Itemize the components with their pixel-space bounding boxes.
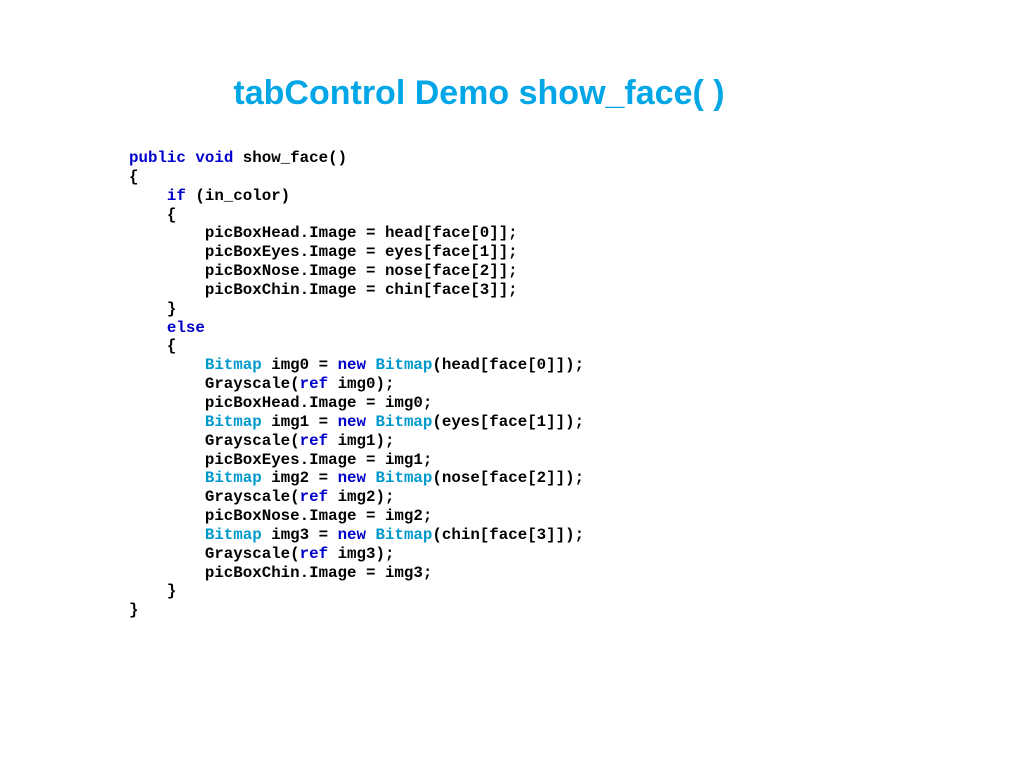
code-text: img0); bbox=[328, 375, 395, 394]
code-keyword: ref bbox=[299, 431, 329, 450]
code-text bbox=[129, 469, 205, 487]
code-type: Bitmap bbox=[375, 412, 433, 431]
code-text: show_face() bbox=[233, 149, 348, 167]
code-text: } bbox=[129, 582, 177, 601]
code-type: Bitmap bbox=[204, 356, 262, 375]
code-text: picBoxHead.Image = img0; bbox=[129, 393, 433, 412]
code-line: picBoxEyes.Image = img1; bbox=[129, 451, 584, 470]
code-text bbox=[129, 413, 205, 431]
code-type: Bitmap bbox=[204, 469, 262, 488]
code-text: (in_color) bbox=[185, 186, 291, 205]
code-line: Grayscale(ref img1); bbox=[129, 432, 584, 451]
code-text: (chin[face[3]]); bbox=[432, 525, 585, 544]
code-text bbox=[186, 149, 195, 167]
code-text: Grayscale( bbox=[129, 488, 300, 507]
code-keyword: new bbox=[337, 525, 367, 544]
code-text: { bbox=[129, 337, 177, 356]
code-text: picBoxEyes.Image = img1; bbox=[129, 450, 433, 469]
code-keyword: new bbox=[337, 469, 367, 488]
code-keyword: if bbox=[166, 186, 186, 205]
code-text bbox=[366, 526, 375, 544]
code-text: picBoxEyes.Image = eyes[face[1]]; bbox=[129, 243, 518, 262]
code-text bbox=[129, 526, 205, 544]
code-keyword: ref bbox=[299, 488, 329, 507]
code-text: img1 = bbox=[261, 412, 338, 431]
code-line: picBoxEyes.Image = eyes[face[1]]; bbox=[129, 243, 584, 262]
slide-title: tabControl Demo show_face( ) bbox=[233, 73, 725, 112]
code-text: img3 = bbox=[261, 525, 338, 544]
code-line: } bbox=[129, 582, 584, 601]
code-text bbox=[129, 319, 167, 337]
code-line: { bbox=[129, 168, 584, 187]
code-text bbox=[366, 413, 375, 431]
code-text bbox=[366, 469, 375, 487]
code-text: (eyes[face[1]]); bbox=[432, 412, 585, 431]
code-text: picBoxChin.Image = chin[face[3]]; bbox=[129, 280, 518, 299]
code-keyword: new bbox=[337, 356, 367, 375]
code-text: { bbox=[129, 205, 177, 224]
code-line: Grayscale(ref img2); bbox=[129, 488, 584, 507]
code-line: if (in_color) bbox=[129, 187, 584, 206]
code-text: img0 = bbox=[261, 356, 338, 375]
code-text: picBoxNose.Image = nose[face[2]]; bbox=[129, 262, 518, 281]
code-text: Grayscale( bbox=[129, 375, 300, 394]
code-line: { bbox=[129, 337, 584, 356]
code-line: picBoxHead.Image = head[face[0]]; bbox=[129, 224, 584, 243]
code-keyword: void bbox=[195, 149, 234, 167]
code-text: picBoxChin.Image = img3; bbox=[129, 563, 433, 582]
code-line: picBoxHead.Image = img0; bbox=[129, 394, 584, 413]
code-line: Bitmap img2 = new Bitmap(nose[face[2]]); bbox=[129, 469, 584, 488]
code-line: Grayscale(ref img0); bbox=[129, 375, 584, 394]
code-line: { bbox=[129, 206, 584, 225]
code-text: img2); bbox=[328, 488, 395, 507]
code-line: Bitmap img3 = new Bitmap(chin[face[3]]); bbox=[129, 526, 584, 545]
code-text: Grayscale( bbox=[129, 544, 300, 563]
code-line: picBoxNose.Image = nose[face[2]]; bbox=[129, 262, 584, 281]
code-text bbox=[129, 356, 205, 374]
code-text: } bbox=[129, 299, 177, 318]
code-keyword: public bbox=[129, 149, 186, 167]
code-type: Bitmap bbox=[375, 356, 433, 375]
code-text: Grayscale( bbox=[129, 431, 300, 450]
code-text: img3); bbox=[328, 544, 395, 563]
code-text: picBoxHead.Image = head[face[0]]; bbox=[129, 224, 518, 243]
code-line: picBoxChin.Image = img3; bbox=[129, 564, 584, 583]
code-text: img2 = bbox=[261, 469, 338, 488]
code-text: { bbox=[129, 167, 139, 186]
code-line: } bbox=[129, 300, 584, 319]
code-line: picBoxChin.Image = chin[face[3]]; bbox=[129, 281, 584, 300]
code-line: picBoxNose.Image = img2; bbox=[129, 507, 584, 526]
code-line: else bbox=[129, 319, 584, 338]
code-line: Bitmap img1 = new Bitmap(eyes[face[1]]); bbox=[129, 413, 584, 432]
code-text bbox=[129, 187, 167, 205]
code-type: Bitmap bbox=[204, 525, 262, 544]
code-line: public void show_face() bbox=[129, 149, 584, 168]
code-type: Bitmap bbox=[375, 469, 433, 488]
code-line: Bitmap img0 = new Bitmap(head[face[0]]); bbox=[129, 356, 584, 375]
code-keyword: else bbox=[166, 318, 205, 337]
code-keyword: ref bbox=[299, 375, 329, 394]
code-line: } bbox=[129, 601, 584, 620]
code-text: picBoxNose.Image = img2; bbox=[129, 507, 433, 526]
code-type: Bitmap bbox=[375, 525, 433, 544]
code-text bbox=[366, 356, 375, 374]
code-block: public void show_face(){ if (in_color) {… bbox=[129, 149, 584, 620]
code-line: Grayscale(ref img3); bbox=[129, 545, 584, 564]
code-text: (head[face[0]]); bbox=[432, 356, 585, 375]
code-text: } bbox=[129, 601, 139, 620]
code-keyword: new bbox=[337, 412, 367, 431]
code-text: (nose[face[2]]); bbox=[432, 469, 585, 488]
code-text: img1); bbox=[328, 431, 395, 450]
code-keyword: ref bbox=[299, 544, 329, 563]
code-type: Bitmap bbox=[204, 412, 262, 431]
